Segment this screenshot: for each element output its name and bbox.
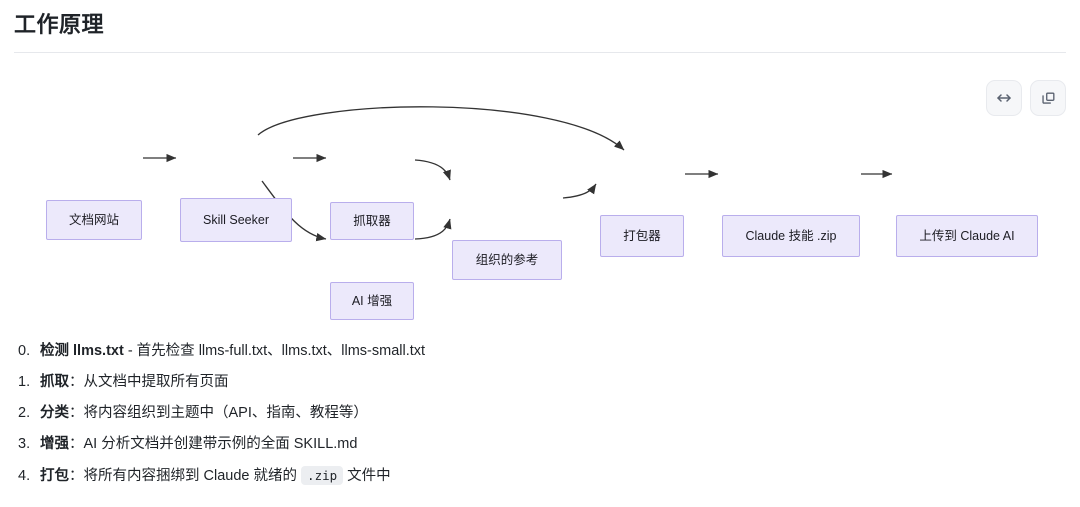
diagram-edges xyxy=(143,106,893,242)
node-label: Claude 技能 .zip xyxy=(745,228,837,243)
step-number: 2. xyxy=(18,405,31,421)
step-title: 分类 xyxy=(40,405,69,421)
step-number: 0. xyxy=(18,343,31,359)
list-item: 0. 检测 llms.txt - 首先检查 llms-full.txt、llms… xyxy=(18,336,1058,367)
diagram-node-ai-enhance[interactable]: AI 增强 xyxy=(330,282,414,320)
step-description: ：AI 分析文档并创建带示例的全面 SKILL.md xyxy=(69,436,358,452)
step-number: 4. xyxy=(18,468,31,484)
list-item: 2. 分类：将内容组织到主题中（API、指南、教程等） xyxy=(18,398,1058,429)
fit-width-icon xyxy=(995,89,1013,107)
node-label: 抓取器 xyxy=(353,213,391,228)
steps-list: 0. 检测 llms.txt - 首先检查 llms-full.txt、llms… xyxy=(18,336,1058,492)
title-divider xyxy=(14,52,1066,53)
step-description: ：将内容组织到主题中（API、指南、教程等） xyxy=(69,405,368,421)
diagram-node-crawler[interactable]: 抓取器 xyxy=(330,202,414,240)
step-title: 抓取 xyxy=(40,374,69,390)
diagram-node-skill-seeker[interactable]: Skill Seeker xyxy=(180,198,292,242)
diagram-panel: 文档网站 Skill Seeker 抓取器 AI 增强 组织的参考 打包器 Cl… xyxy=(0,62,1080,320)
step-number: 3. xyxy=(18,436,31,452)
node-label: 打包器 xyxy=(623,228,661,243)
diagram-node-upload-to-claude[interactable]: 上传到 Claude AI xyxy=(896,215,1038,257)
diagram-toolbar xyxy=(986,80,1066,116)
diagram-node-packager[interactable]: 打包器 xyxy=(600,215,684,257)
step-description: - 首先检查 llms-full.txt、llms.txt、llms-small… xyxy=(123,343,426,359)
step-title: 检测 llms.txt xyxy=(40,343,124,359)
node-label: 文档网站 xyxy=(68,212,119,227)
step-title: 打包 xyxy=(40,468,69,484)
diagram-node-docsite[interactable]: 文档网站 xyxy=(46,200,142,240)
step-description: ：将所有内容捆绑到 Claude 就绪的 xyxy=(69,468,302,484)
node-label: Skill Seeker xyxy=(203,212,269,227)
copy-button[interactable] xyxy=(1030,80,1066,116)
copy-icon xyxy=(1040,90,1057,107)
node-label: 上传到 Claude AI xyxy=(919,228,1015,243)
inline-code-zip: .zip xyxy=(301,466,344,485)
list-item: 3. 增强：AI 分析文档并创建带示例的全面 SKILL.md xyxy=(18,429,1058,460)
node-label: 组织的参考 xyxy=(475,252,539,267)
diagram-node-claude-skill-zip[interactable]: Claude 技能 .zip xyxy=(722,215,860,257)
list-item: 1. 抓取：从文档中提取所有页面 xyxy=(18,367,1058,398)
step-description: ：从文档中提取所有页面 xyxy=(69,374,229,390)
step-description-tail: 文件中 xyxy=(343,468,391,484)
diagram-node-organized-reference[interactable]: 组织的参考 xyxy=(452,240,562,280)
page-title: 工作原理 xyxy=(14,12,105,37)
step-number: 1. xyxy=(18,374,31,390)
node-label: AI 增强 xyxy=(351,293,393,308)
list-item: 4. 打包：将所有内容捆绑到 Claude 就绪的 .zip 文件中 xyxy=(18,460,1058,492)
step-title: 增强 xyxy=(40,436,69,452)
fit-width-button[interactable] xyxy=(986,80,1022,116)
